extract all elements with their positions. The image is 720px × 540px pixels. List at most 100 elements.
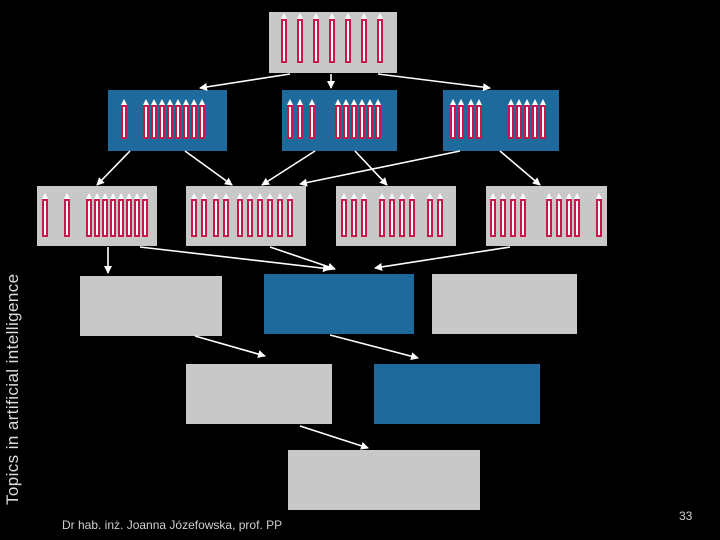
crayon-icon	[335, 99, 341, 139]
crayon-icon	[500, 193, 506, 237]
arrow-l1left-to-l2b	[184, 150, 233, 186]
crayon-icon	[159, 99, 165, 139]
crayon-icon	[540, 99, 546, 139]
crayon-icon	[510, 193, 516, 237]
level1-right-crayon-group	[450, 99, 546, 139]
crayon-icon	[287, 193, 293, 237]
crayon-icon	[199, 99, 205, 139]
level5-node-grey	[288, 450, 480, 510]
level2-3-crayon-group	[341, 193, 443, 237]
arrow-l1right-to-l2d	[499, 150, 541, 186]
arrow-root-to-right	[377, 73, 491, 92]
crayon-icon	[375, 99, 381, 139]
crayon-icon	[118, 193, 124, 237]
crayon-icon	[476, 99, 482, 139]
crayon-icon	[341, 193, 347, 237]
arrow-l1right-to-l2a	[299, 150, 461, 187]
crayon-icon	[183, 99, 189, 139]
arrow-l2b-to-l3blue	[269, 246, 336, 271]
crayon-icon	[508, 99, 514, 139]
crayon-icon	[175, 99, 181, 139]
level2-2-crayon-group	[191, 193, 293, 237]
level1-middle-crayon-group	[287, 99, 381, 139]
crayon-icon	[351, 193, 357, 237]
crayon-icon	[389, 193, 395, 237]
crayon-icon	[213, 193, 219, 237]
slide-number: 33	[679, 509, 693, 523]
crayon-icon	[516, 99, 522, 139]
level3-node-grey-right	[432, 274, 577, 334]
crayon-icon	[94, 193, 100, 237]
crayon-icon	[102, 193, 108, 237]
crayon-icon	[191, 99, 197, 139]
crayon-icon	[468, 99, 474, 139]
crayon-icon	[427, 193, 433, 237]
crayon-icon	[64, 193, 70, 237]
crayon-icon	[42, 193, 48, 237]
arrow-l1mid-to-l2b	[261, 150, 316, 186]
arrow-l1left-to-l2a	[96, 150, 131, 186]
footer-credit: Dr hab. inż. Joanna Józefowska, prof. PP	[62, 518, 283, 532]
arrow-l1mid-to-l2c	[354, 150, 388, 186]
crayon-icon	[257, 193, 263, 237]
crayon-icon	[143, 99, 149, 139]
crayon-icon	[524, 99, 530, 139]
level3-node-grey-left	[80, 276, 222, 336]
crayon-icon	[121, 99, 127, 139]
crayon-icon	[361, 193, 367, 237]
level1-left-crayon-group	[121, 99, 205, 139]
crayon-icon	[520, 193, 526, 237]
crayon-icon	[458, 99, 464, 139]
crayon-icon	[297, 99, 303, 139]
crayon-icon	[556, 193, 562, 237]
crayon-icon	[361, 13, 367, 63]
crayon-icon	[142, 193, 148, 237]
crayon-icon	[151, 99, 157, 139]
level2-4-crayon-group	[490, 193, 602, 237]
crayon-icon	[287, 99, 293, 139]
root-crayon-group	[281, 13, 383, 63]
crayon-icon	[450, 99, 456, 139]
crayon-icon	[201, 193, 207, 237]
crayon-icon	[490, 193, 496, 237]
level4-node-grey	[186, 364, 332, 424]
crayon-icon	[437, 193, 443, 237]
arrow-root-to-left	[199, 73, 291, 91]
crayon-icon	[237, 193, 243, 237]
crayon-icon	[167, 99, 173, 139]
crayon-icon	[377, 13, 383, 63]
crayon-icon	[359, 99, 365, 139]
crayon-icon	[110, 193, 116, 237]
crayon-icon	[191, 193, 197, 237]
level2-1-crayon-group	[42, 193, 148, 237]
crayon-icon	[329, 13, 335, 63]
level4-node-blue	[374, 364, 540, 424]
level3-node-blue	[264, 274, 414, 334]
crayon-icon	[313, 13, 319, 63]
crayon-icon	[277, 193, 283, 237]
crayon-icon	[596, 193, 602, 237]
crayon-icon	[126, 193, 132, 237]
crayon-icon	[343, 99, 349, 139]
crayon-icon	[574, 193, 580, 237]
crayon-icon	[309, 99, 315, 139]
crayon-icon	[399, 193, 405, 237]
crayon-icon	[297, 13, 303, 63]
crayon-icon	[532, 99, 538, 139]
crayon-icon	[379, 193, 385, 237]
crayon-icon	[409, 193, 415, 237]
crayon-icon	[345, 13, 351, 63]
crayon-icon	[134, 193, 140, 237]
crayon-icon	[247, 193, 253, 237]
crayon-icon	[223, 193, 229, 237]
crayon-icon	[267, 193, 273, 237]
crayon-icon	[546, 193, 552, 237]
crayon-icon	[351, 99, 357, 139]
arrow-l3blue-to-l4blue	[329, 334, 419, 361]
crayon-icon	[281, 13, 287, 63]
arrow-l4grey-to-l5	[299, 425, 369, 450]
arrow-l2a-to-l3blue	[139, 246, 331, 273]
crayon-icon	[86, 193, 92, 237]
arrow-l3left-to-l4grey	[194, 335, 266, 358]
